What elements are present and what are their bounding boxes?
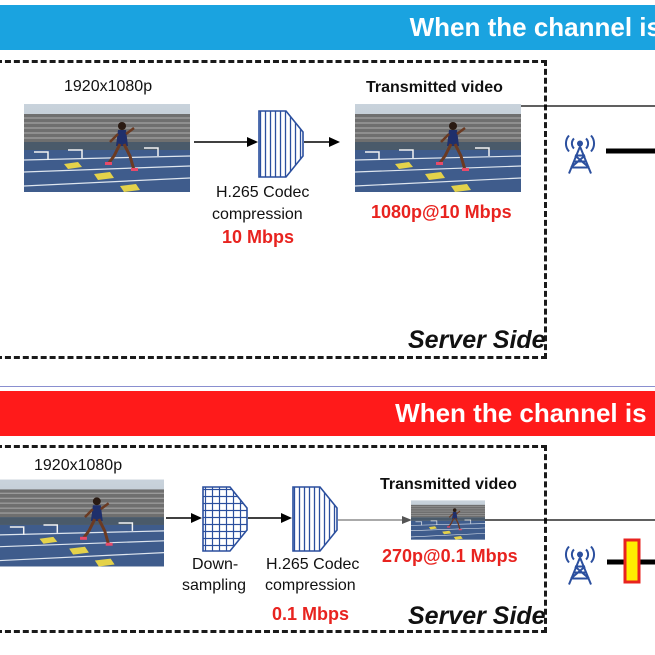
bottom-banner-text: When the channel is l bbox=[395, 398, 655, 428]
top-banner-text: When the channel is bbox=[409, 12, 655, 42]
top-codec-rate: 10 Mbps bbox=[222, 227, 295, 247]
top-source-video bbox=[24, 101, 190, 195]
bottom-banner: When the channel is l bbox=[0, 391, 655, 436]
top-resolution-label: 1920x1080p bbox=[64, 78, 153, 95]
bottom-codec-label-1: H.265 Codec bbox=[266, 556, 360, 573]
bottom-server-box bbox=[0, 445, 547, 633]
bottom-source-video bbox=[0, 477, 164, 569]
bottom-codec-rate: 0.1 Mbps bbox=[272, 604, 350, 624]
panel-divider bbox=[0, 386, 655, 387]
bottom-transmitted-label: Transmitted video bbox=[380, 476, 517, 493]
top-codec-block-icon bbox=[258, 110, 304, 178]
top-server-label: Server Side bbox=[408, 326, 546, 354]
bottom-transmitted-video bbox=[411, 500, 485, 540]
bottom-codec-label-2: compression bbox=[265, 577, 356, 594]
top-transmitted-video bbox=[355, 102, 521, 194]
top-link-line bbox=[521, 105, 655, 154]
bottom-transmitted-rate: 270p@0.1 Mbps bbox=[382, 546, 518, 566]
bottom-arrow-1 bbox=[166, 513, 202, 523]
bottom-arrow-2 bbox=[248, 513, 292, 523]
bottom-downsampling-block-icon bbox=[202, 486, 248, 552]
top-antenna-tower-icon bbox=[564, 134, 596, 175]
top-codec-label-2: compression bbox=[212, 206, 303, 223]
bottom-arrow-3 bbox=[338, 516, 412, 524]
bottom-down-label-2: sampling bbox=[182, 577, 247, 594]
top-codec-label-1: H.265 Codec bbox=[216, 184, 310, 201]
bottom-resolution-label: 1920x1080p bbox=[34, 457, 123, 474]
bottom-codec-block-icon bbox=[292, 486, 338, 552]
bottom-filter-icon bbox=[623, 538, 641, 584]
top-server-box bbox=[0, 60, 547, 359]
bottom-server-label: Server Side bbox=[408, 602, 546, 630]
top-arrow-1 bbox=[194, 137, 258, 147]
top-arrow-2 bbox=[304, 137, 340, 147]
bottom-down-label-1: Down- bbox=[192, 556, 239, 573]
top-transmitted-label: Transmitted video bbox=[366, 79, 503, 96]
top-transmitted-rate: 1080p@10 Mbps bbox=[371, 202, 512, 222]
bottom-antenna-tower-icon bbox=[564, 545, 596, 586]
top-banner: When the channel is bbox=[0, 5, 655, 50]
